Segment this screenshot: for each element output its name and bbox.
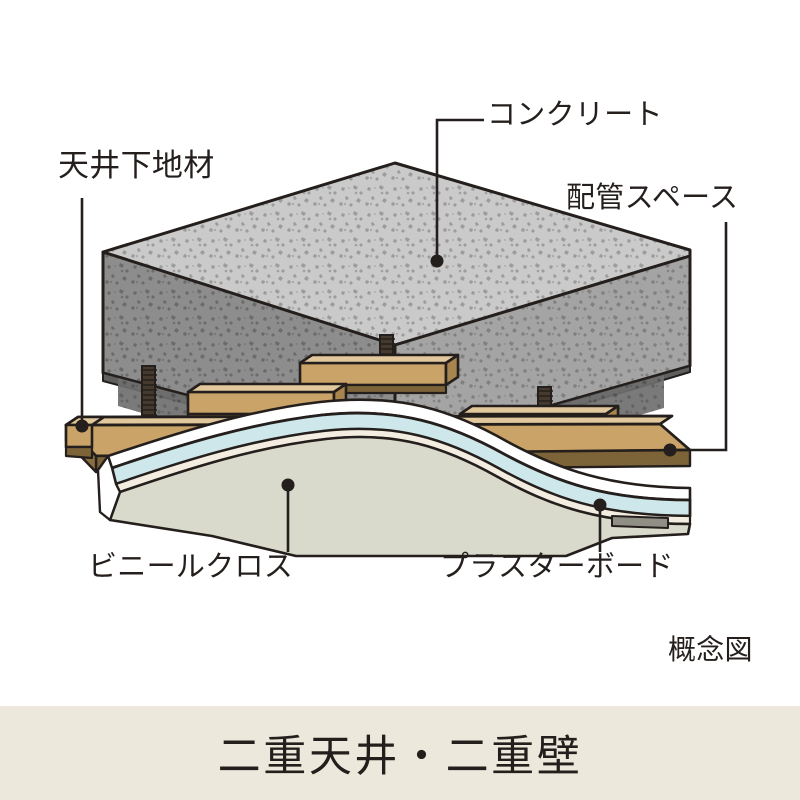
leader-ceiling-base xyxy=(75,198,89,433)
leader-pipe-space xyxy=(663,222,728,457)
label-concrete: コンクリート xyxy=(487,99,663,131)
leader-vinyl-cloth xyxy=(281,478,295,552)
label-ceiling-base-material: 天井下地材 xyxy=(58,148,215,183)
leader-concrete xyxy=(430,118,484,268)
label-pipe-space: 配管スペース xyxy=(566,182,739,214)
bottom-banner: 二重天井・二重壁 xyxy=(0,706,800,800)
vinyl-left-edge xyxy=(96,454,122,522)
board-layers xyxy=(96,398,692,558)
leader-lines xyxy=(75,118,728,552)
label-vinyl-cloth: ビニールクロス xyxy=(88,551,294,583)
banner-title: 二重天井・二重壁 xyxy=(217,734,583,781)
label-conceptual-diagram-note: 概念図 xyxy=(668,635,753,666)
cross-batten xyxy=(298,353,460,395)
label-plasterboard: プラスターボード xyxy=(440,551,674,583)
leader-plasterboard xyxy=(593,498,607,552)
board-right-tip xyxy=(611,515,669,529)
